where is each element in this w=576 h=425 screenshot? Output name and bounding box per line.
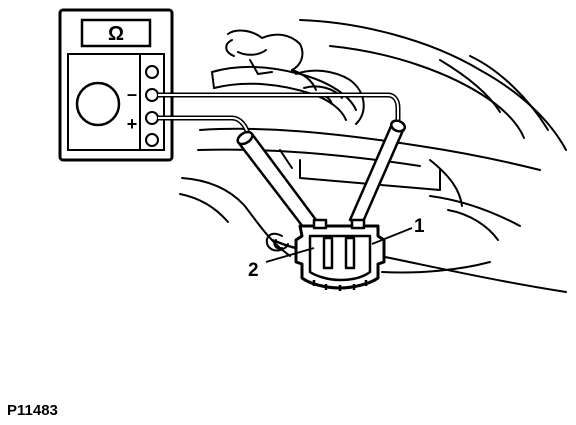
minus-terminal-label: – [127, 84, 137, 104]
connector-cavity [308, 234, 372, 282]
jack-plus [145, 111, 159, 125]
range-display [80, 18, 152, 48]
vehicle-body-outline [179, 19, 567, 293]
jack-minus [145, 88, 159, 102]
callout-2-leader [265, 247, 315, 263]
callout-1: 1 [371, 216, 425, 245]
connector-tab-right [350, 218, 366, 230]
callout-1-label: 1 [414, 216, 425, 237]
terminal-1 [344, 236, 356, 270]
figure-code: P11483 [7, 402, 58, 419]
jack-4 [145, 133, 159, 147]
ohm-symbol-icon: Ω [108, 23, 124, 45]
sensor-connector [271, 218, 386, 291]
terminal-2 [322, 236, 334, 270]
ohmmeter: Ω – + [58, 8, 174, 162]
rotary-dial [75, 81, 121, 127]
callout-2-label: 2 [248, 260, 259, 281]
connector-tab-left [312, 218, 328, 230]
jack-1 [145, 65, 159, 79]
negative-lead-wire-core [158, 94, 399, 120]
callout-2: 2 [248, 247, 315, 281]
plus-terminal-label: + [127, 114, 138, 134]
callout-1-leader [371, 227, 413, 245]
